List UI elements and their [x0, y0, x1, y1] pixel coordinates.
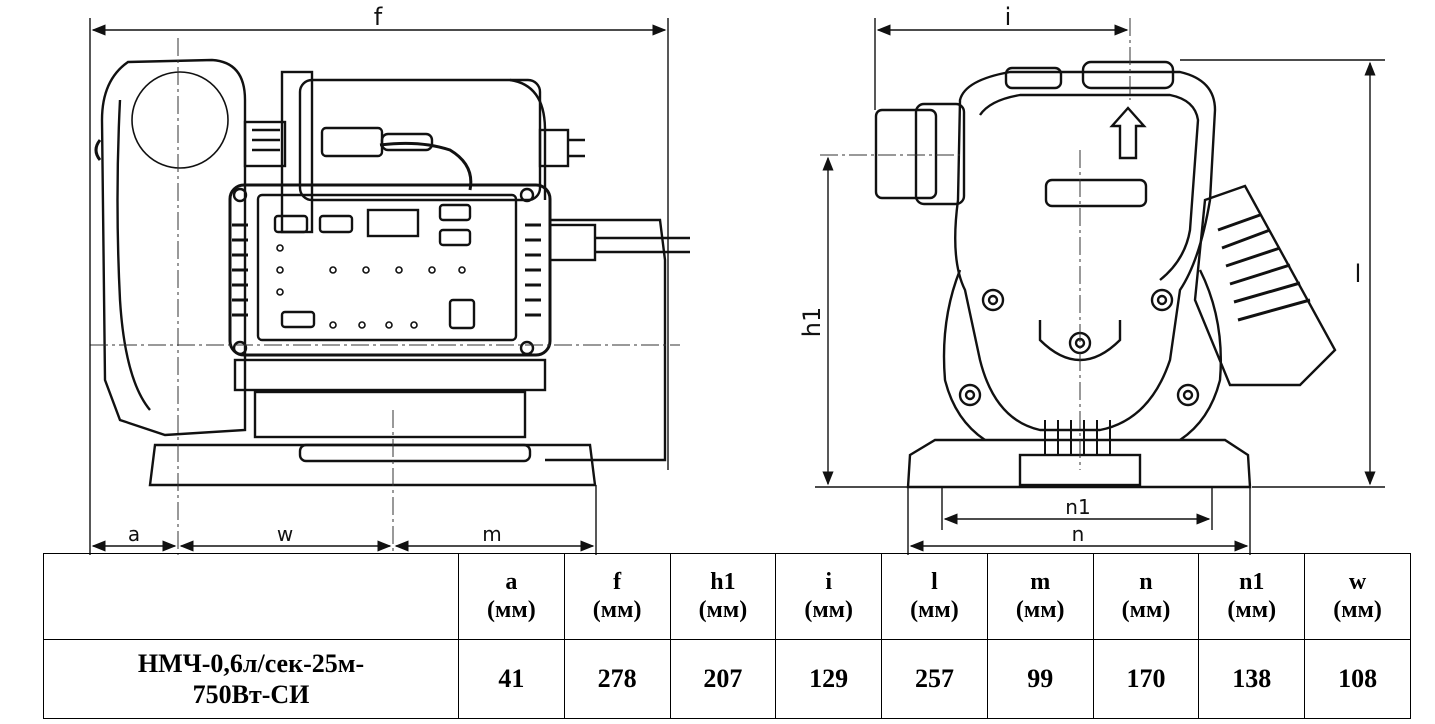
pump-drawing: f a w m i l h1 n1 n: [89, 3, 1385, 555]
dim-label-f: f: [374, 3, 383, 31]
header-cell-l: l(мм): [881, 553, 988, 640]
header-cell-w: w(мм): [1304, 553, 1411, 640]
dim-label-m: m: [482, 522, 501, 546]
header-cell-h1: h1(мм): [669, 553, 777, 640]
header-unit: (мм): [910, 596, 959, 623]
header-cell-f: f(мм): [563, 553, 671, 640]
pump-side-view: [94, 58, 690, 487]
value-cell-n1: 138: [1198, 639, 1306, 719]
header-unit: (мм): [487, 596, 536, 623]
value-cell-f: 278: [563, 639, 671, 719]
header-unit: (мм): [592, 596, 642, 623]
header-unit: (мм): [804, 596, 854, 623]
header-name: h1: [710, 568, 736, 595]
header-unit: (мм): [1333, 596, 1382, 623]
header-name: n1: [1239, 568, 1265, 595]
dim-label-l: l: [1355, 260, 1362, 288]
header-unit: (мм): [1015, 596, 1065, 623]
dim-label-w: w: [277, 522, 293, 546]
pump-front-view: [874, 60, 1337, 489]
dim-label-n1: n1: [1065, 495, 1090, 519]
header-name: a: [505, 568, 518, 595]
value-cell-l: 257: [881, 639, 988, 719]
header-name: l: [931, 568, 938, 595]
model-name-line-1: НМЧ-0,6л/сек-25м-: [137, 648, 365, 678]
table-row: НМЧ-0,6л/сек-25м-750Вт-СИ 41 278 207 129…: [43, 639, 1411, 719]
value-cell-h1: 207: [669, 639, 777, 719]
header-name: f: [613, 568, 622, 595]
header-unit: (мм): [1121, 596, 1171, 623]
header-cell-m: m(мм): [986, 553, 1094, 640]
dim-label-a: a: [128, 522, 140, 546]
dim-label-n: n: [1072, 522, 1085, 546]
value-cell-m: 99: [986, 639, 1094, 719]
header-name: m: [1030, 568, 1051, 595]
value-cell-a: 41: [458, 639, 565, 719]
model-name-cell: НМЧ-0,6л/сек-25м-750Вт-СИ: [43, 639, 459, 719]
header-unit: (мм): [698, 596, 748, 623]
table-header-row: a(мм) f(мм) h1(мм) i(мм) l(мм) m(мм) n(м…: [43, 553, 1411, 640]
header-name: w: [1348, 568, 1367, 595]
dim-label-h1: h1: [798, 307, 826, 337]
header-name: i: [825, 568, 833, 595]
header-unit: (мм): [1227, 596, 1277, 623]
header-cell-a: a(мм): [458, 553, 565, 640]
dim-label-i: i: [1005, 3, 1012, 31]
dimensions-table: a(мм) f(мм) h1(мм) i(мм) l(мм) m(мм) n(м…: [43, 553, 1411, 719]
header-cell-n1: n1(мм): [1198, 553, 1306, 640]
model-name-line-2: 750Вт-СИ: [192, 680, 310, 709]
value-cell-n: 170: [1092, 639, 1200, 719]
header-name: n: [1139, 568, 1153, 595]
header-empty-cell: [43, 553, 459, 640]
header-cell-n: n(мм): [1092, 553, 1200, 640]
value-cell-i: 129: [775, 639, 883, 719]
value-cell-w: 108: [1304, 639, 1411, 719]
header-cell-i: i(мм): [775, 553, 883, 640]
